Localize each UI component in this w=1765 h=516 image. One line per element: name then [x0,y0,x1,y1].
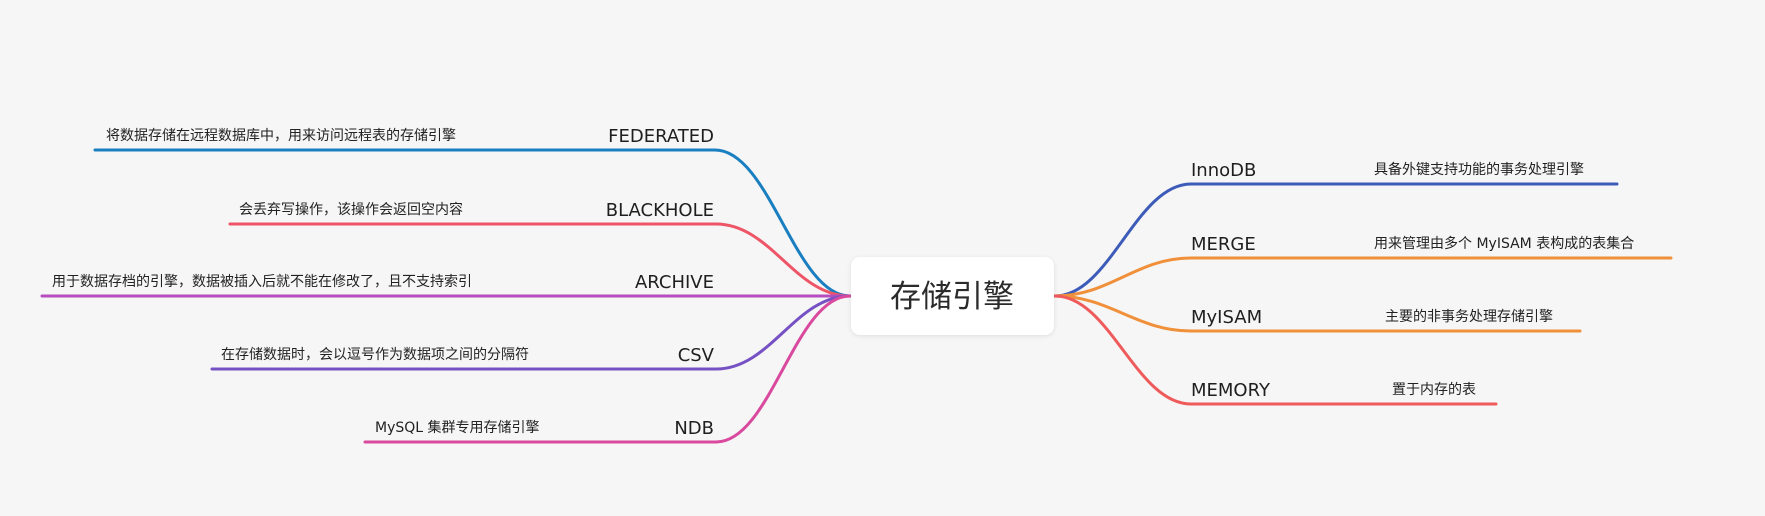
edge-ndb [714,294,852,444]
desc-merge[interactable]: 用来管理由多个 MyISAM 表构成的表集合 [1374,235,1634,252]
edge-memory [1053,294,1193,406]
central-topic-box[interactable] [851,257,1054,335]
desc-blackhole[interactable]: 会丢弃写操作，该操作会返回空内容 [239,201,463,218]
branch-innodb[interactable]: InnoDB [1191,160,1256,181]
central-topic-label: 存储引擎 [890,279,1014,315]
central-topic[interactable]: 存储引擎 [851,257,1054,335]
edge-merge [1053,256,1193,298]
desc-ndb[interactable]: MySQL 集群专用存储引擎 [375,419,540,436]
edge-myisam [1053,294,1193,333]
desc-archive[interactable]: 用于数据存档的引擎，数据被插入后就不能在修改了，且不支持索引 [52,273,472,290]
branch-merge[interactable]: MERGE [1191,234,1256,255]
edge-innodb [1053,182,1193,298]
branch-ndb[interactable]: NDB [674,418,714,439]
desc-memory[interactable]: 置于内存的表 [1392,382,1476,398]
desc-myisam[interactable]: 主要的非事务处理存储引擎 [1385,309,1553,325]
desc-csv[interactable]: 在存储数据时，会以逗号作为数据项之间的分隔符 [221,347,529,363]
branch-federated[interactable]: FEDERATED [608,126,714,147]
branch-edges [713,148,1193,444]
branch-csv[interactable]: CSV [678,345,715,366]
edge-blackhole [714,222,852,298]
branch-underlines [40,148,1673,444]
desc-innodb[interactable]: 具备外键支持功能的事务处理引擎 [1374,161,1584,178]
branch-blackhole[interactable]: BLACKHOLE [606,200,714,221]
desc-federated[interactable]: 将数据存储在远程数据库中，用来访问远程表的存储引擎 [106,128,456,144]
branch-memory[interactable]: MEMORY [1191,380,1271,401]
branch-archive[interactable]: ARCHIVE [635,272,714,293]
branch-labels: FEDERATED 将数据存储在远程数据库中，用来访问远程表的存储引擎 BLACKH… [52,126,1634,439]
edge-csv [714,294,852,371]
branch-myisam[interactable]: MyISAM [1191,307,1262,328]
edge-federated [713,148,852,298]
